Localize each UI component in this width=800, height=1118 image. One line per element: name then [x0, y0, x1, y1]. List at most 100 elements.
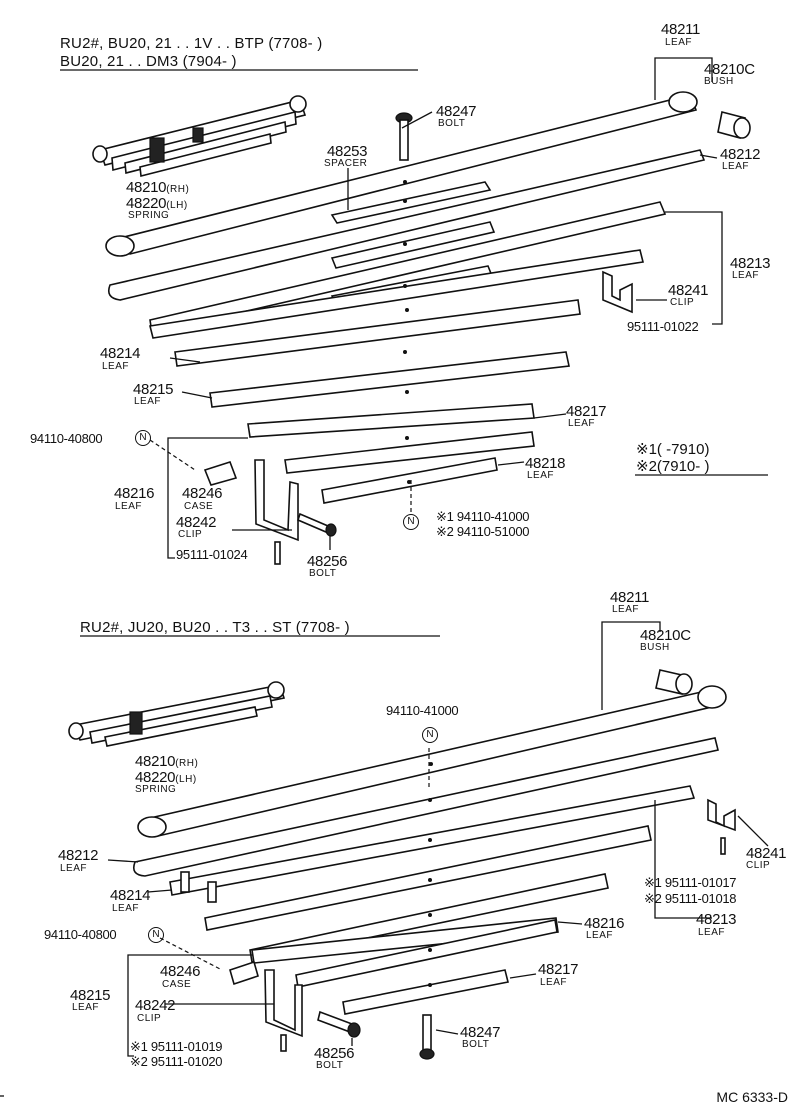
label-95111-01022: 95111-01022 — [627, 319, 699, 334]
label2-48246-name: CASE — [162, 979, 192, 990]
label-48246-name: CASE — [184, 501, 214, 512]
label2-b3: ※1 95111-01019 — [130, 1039, 223, 1054]
label-48213-name: LEAF — [732, 270, 760, 281]
spring-part-rh: 48210(RH) — [126, 179, 190, 196]
leaf-48216 — [284, 431, 535, 474]
label-48246: 48246 — [182, 485, 223, 502]
bolt-48256 — [297, 512, 329, 534]
label-48241: 48241 — [668, 282, 709, 299]
bolt-48247 — [395, 112, 413, 161]
label-nut2: ※2 94110-51000 — [436, 524, 530, 539]
label-48218-name: LEAF — [527, 470, 555, 481]
bush-48210c — [717, 111, 751, 139]
bolt-48247-b — [419, 1014, 435, 1060]
label2-48217: 48217 — [538, 961, 579, 978]
leaf-48214 — [174, 299, 581, 367]
label2-94110-40800: 94110-40800 — [44, 927, 117, 942]
label-48242: 48242 — [176, 514, 217, 531]
label-48212-name: LEAF — [722, 161, 750, 172]
spring2-part-rh: 48210(RH) — [135, 753, 199, 770]
case-48246-b — [229, 960, 259, 986]
label-48214-name: LEAF — [102, 361, 130, 372]
label-48216-name: LEAF — [115, 501, 143, 512]
label-48215-name: LEAF — [134, 396, 162, 407]
dashed-guide-3 — [159, 937, 223, 971]
leaf-48215 — [209, 351, 570, 408]
leaf-48212-b — [132, 737, 719, 877]
clip-ear-1 — [180, 871, 190, 893]
label2-48242: 48242 — [135, 997, 176, 1014]
center-holes-2 — [428, 762, 433, 987]
label-48247: 48247 — [436, 103, 477, 120]
label2-48241-name: CLIP — [746, 860, 771, 871]
center-holes-1 — [403, 180, 411, 484]
label2-48213: 48213 — [696, 911, 737, 928]
bush-48210c-b — [655, 669, 693, 695]
label2-b4: ※2 95111-01020 — [130, 1054, 223, 1069]
spring2-name: SPRING — [135, 784, 177, 795]
label-94110-40800: 94110-40800 — [30, 431, 103, 446]
section1-header-line2: BU20, 21 . . DM3 (7904- ) — [60, 53, 237, 70]
spacer-48253-b — [330, 221, 496, 269]
label2-bolt2: ※2 95111-01018 — [644, 891, 737, 906]
label2-48215: 48215 — [70, 987, 111, 1004]
leaf-48217-b — [295, 919, 558, 988]
dashed-guide-1 — [149, 439, 196, 471]
legend-line2: ※2(7910- ) — [636, 458, 710, 475]
nut-symbol-1: N — [135, 430, 151, 446]
clip-48241-b — [707, 798, 736, 832]
leaf-48213-lower — [149, 249, 644, 339]
label2-48211: 48211 — [610, 589, 650, 606]
label2-48247: 48247 — [460, 1024, 501, 1041]
label-48241-name: CLIP — [670, 297, 695, 308]
section2-header: RU2#, JU20, BU20 . . T3 . . ST (7708- ) — [80, 619, 350, 636]
label2-48212-name: LEAF — [60, 863, 88, 874]
leaf-48211-b — [137, 685, 727, 838]
clip-48242 — [254, 459, 299, 542]
label-95111-01024: 95111-01024 — [176, 547, 248, 562]
label2-48210c: 48210C — [640, 627, 691, 644]
label-48242-name: CLIP — [178, 529, 203, 540]
nut-symbol-4: N — [148, 927, 164, 943]
leaf-48212 — [107, 149, 706, 301]
leader-lines-1 — [167, 57, 723, 559]
label2-48212: 48212 — [58, 847, 99, 864]
spring-assembly-thumbnail-1 — [92, 95, 307, 178]
label-48256: 48256 — [307, 553, 348, 570]
leaf-48211 — [105, 91, 698, 257]
label-48253: 48253 — [327, 143, 368, 160]
label2-48256-name: BOLT — [316, 1060, 344, 1071]
label-48247-name: BOLT — [438, 118, 466, 129]
label2-48216: 48216 — [584, 915, 625, 932]
nut-symbol-3: N — [422, 727, 438, 743]
case-48246 — [203, 461, 238, 486]
label2-48214-name: LEAF — [112, 903, 140, 914]
label2-48210c-name: BUSH — [640, 642, 670, 653]
spring-part-lh: 48220(LH) — [126, 195, 188, 212]
label2-48214: 48214 — [110, 887, 151, 904]
section1-header-line1: RU2#, BU20, 21 . . 1V . . BTP (7708- ) — [60, 35, 323, 52]
label-nut1: ※1 94110-41000 — [436, 509, 530, 524]
label-48211: 48211 — [661, 21, 701, 38]
footer-code: MC 6333-D — [716, 1089, 788, 1105]
clip-48241 — [602, 270, 633, 314]
label2-48246: 48246 — [160, 963, 201, 980]
label-48218: 48218 — [525, 455, 566, 472]
nut-symbol-2: N — [403, 514, 419, 530]
label-48214: 48214 — [100, 345, 141, 362]
bolt-95111-01017 — [720, 837, 726, 855]
label-48213: 48213 — [730, 255, 771, 272]
label-48253-name: SPACER — [324, 158, 368, 169]
clip-48242-b — [264, 969, 303, 1038]
label2-48241: 48241 — [746, 845, 787, 862]
bolt-48256-b — [317, 1010, 353, 1034]
label2-94110-41000: 94110-41000 — [386, 703, 459, 718]
spring2-part-lh: 48220(LH) — [135, 769, 197, 786]
label-48212: 48212 — [720, 146, 761, 163]
label-48210c-name: BUSH — [704, 76, 734, 87]
label2-48256: 48256 — [314, 1045, 355, 1062]
label2-48213-name: LEAF — [698, 927, 726, 938]
leaf-48217 — [247, 403, 535, 438]
label2-48216-name: LEAF — [586, 930, 614, 941]
